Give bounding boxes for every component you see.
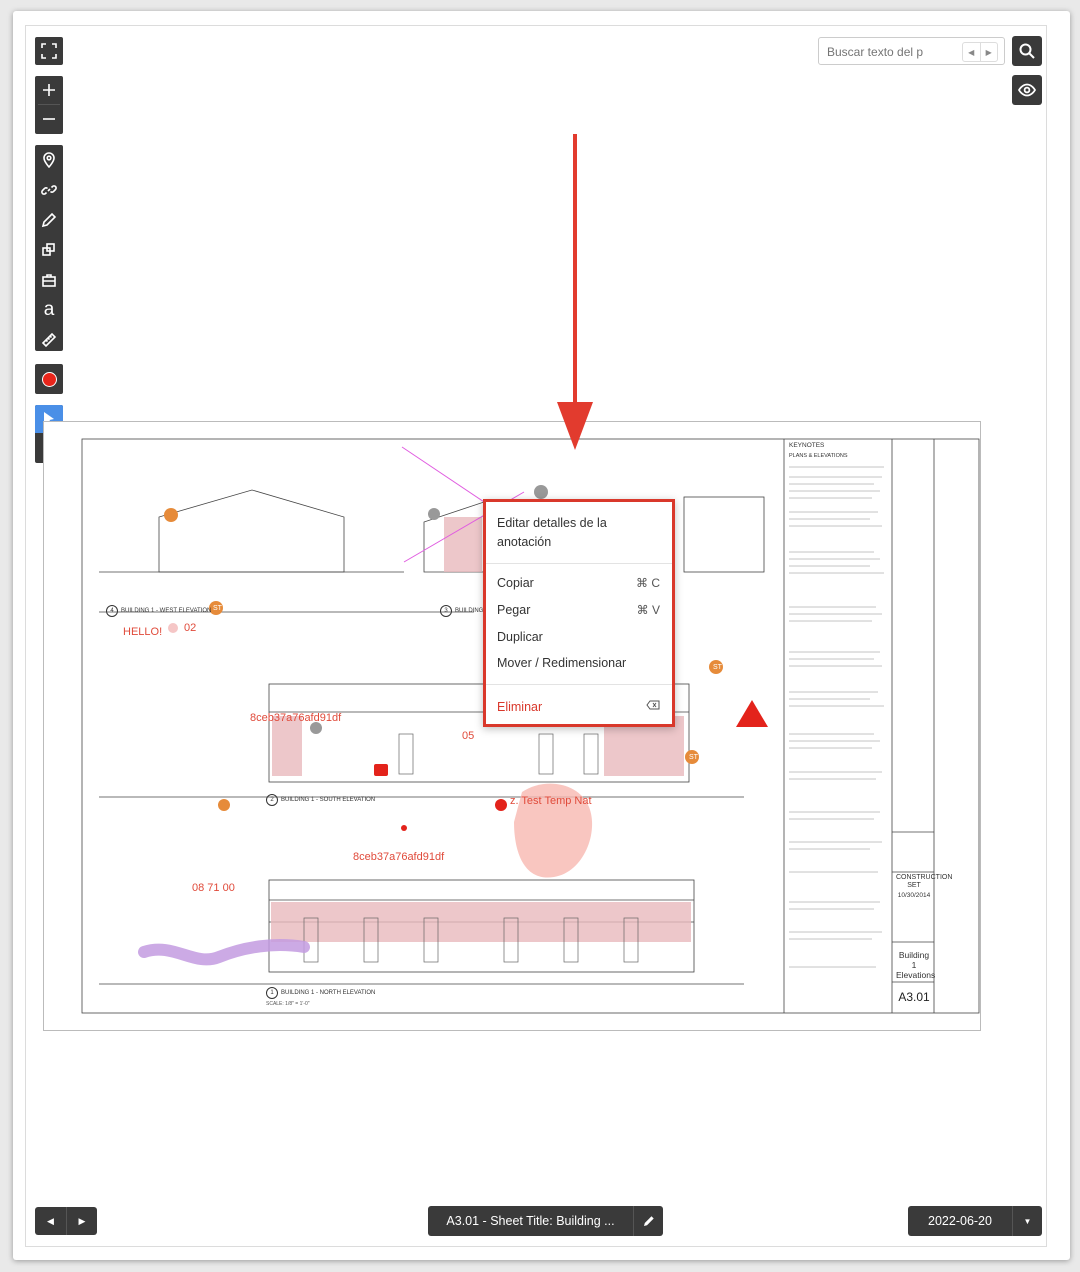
search-next-button[interactable]: ▶: [979, 43, 998, 61]
annotation-st-2[interactable]: ST: [713, 664, 722, 671]
title-block-date: 10/30/2014: [897, 892, 931, 899]
eye-icon: [1018, 83, 1036, 97]
east-elevation-number: 3: [440, 605, 452, 617]
pin-tool-button[interactable]: [35, 145, 63, 175]
annotation-temp[interactable]: z. Test Temp Nat: [510, 795, 592, 807]
annotation-context-menu: Editar detalles de la anotación Copiar ⌘…: [483, 499, 675, 727]
link-icon: [41, 185, 57, 195]
search-icon: [1019, 43, 1035, 59]
west-elevation-title: BUILDING 1 - WEST ELEVATION: [121, 608, 212, 614]
edit-sheet-button[interactable]: [634, 1215, 663, 1227]
menu-item-paste-label: Pegar: [497, 603, 531, 617]
color-swatch-icon: [41, 371, 57, 387]
toolbar-zoom: [35, 76, 63, 134]
label-east-elevation: 3 BUILDING: [440, 605, 483, 617]
annotation-hello[interactable]: HELLO!: [123, 626, 163, 638]
north-elevation-title: BUILDING 1 - NORTH ELEVATION: [281, 990, 376, 996]
menu-divider: [486, 684, 672, 685]
zoom-out-button[interactable]: [35, 105, 63, 133]
chevron-down-icon: ▼: [1023, 1216, 1032, 1226]
keynotes-subheading: PLANS & ELEVATIONS: [789, 453, 848, 459]
annotation-05[interactable]: 05: [462, 730, 475, 742]
title-block-issue: CONSTRUCTION SET: [896, 874, 953, 889]
text-tool-button[interactable]: a: [35, 295, 63, 325]
east-elevation-title: BUILDING: [455, 608, 484, 614]
menu-item-paste[interactable]: Pegar ⌘ V: [497, 603, 660, 617]
revision-date: 2022-06-20: [928, 1214, 992, 1228]
annotation-st-1[interactable]: ST: [213, 605, 222, 612]
shapes-icon: [42, 243, 55, 256]
title-block-sheet-number: A3.01: [898, 990, 930, 1004]
fullscreen-button[interactable]: [35, 37, 63, 65]
annotation-02[interactable]: 02: [184, 622, 197, 634]
south-elevation-title: BUILDING 1 - SOUTH ELEVATION: [281, 797, 376, 803]
toolbox-tool-button[interactable]: [35, 265, 63, 295]
west-elevation-number: 4: [106, 605, 118, 617]
search-box: ◀ ▶: [818, 37, 1005, 65]
label-north-elevation: 1 BUILDING 1 - NORTH ELEVATION: [266, 987, 375, 999]
menu-item-copy-label: Copiar: [497, 576, 534, 590]
menu-item-copy[interactable]: Copiar ⌘ C: [497, 576, 660, 590]
prev-page-button[interactable]: ◀: [47, 1215, 54, 1226]
menu-item-delete[interactable]: Eliminar: [497, 700, 660, 714]
revision-selector[interactable]: 2022-06-20 ▼: [908, 1206, 1042, 1236]
north-elevation-number: 1: [266, 987, 278, 999]
menu-divider: [486, 563, 672, 564]
measure-tool-button[interactable]: [35, 325, 63, 355]
menu-item-duplicate[interactable]: Duplicar: [497, 630, 660, 644]
cursor-arrow-icon: [44, 412, 54, 426]
menu-item-duplicate-label: Duplicar: [497, 630, 543, 644]
toolbar-fullscreen: [35, 37, 63, 65]
menu-item-edit-details[interactable]: Editar detalles de la anotación: [497, 514, 660, 552]
annotation-code[interactable]: 08 71 00: [192, 882, 235, 894]
shapes-tool-button[interactable]: [35, 235, 63, 265]
search-prev-button[interactable]: ◀: [968, 47, 975, 57]
keynotes-heading: KEYNOTES: [789, 442, 825, 449]
toolbox-icon: [42, 274, 56, 287]
menu-item-edit-details-label: Editar detalles de la anotación: [497, 516, 607, 549]
plus-icon: [43, 84, 55, 96]
sheet-title-bar: A3.01 - Sheet Title: Building ...: [428, 1206, 663, 1236]
annotation-st-3[interactable]: ST: [689, 754, 698, 761]
search-button[interactable]: [1012, 36, 1042, 66]
next-page-button[interactable]: ▶: [78, 1215, 86, 1226]
color-picker-button[interactable]: [35, 364, 63, 394]
minus-icon: [43, 118, 55, 120]
title-block-title: Building 1 Elevations: [896, 950, 936, 980]
menu-item-move-resize[interactable]: Mover / Redimensionar: [497, 656, 660, 670]
ruler-icon: [41, 332, 57, 348]
pen-tool-button[interactable]: [35, 205, 63, 235]
delete-backspace-icon: [646, 700, 660, 710]
paste-shortcut: ⌘ V: [636, 603, 660, 617]
copy-shortcut: ⌘ C: [636, 576, 660, 590]
south-elevation-number: 2: [266, 794, 278, 806]
visibility-toggle-button[interactable]: [1012, 75, 1042, 105]
sheet-title[interactable]: A3.01 - Sheet Title: Building ...: [446, 1214, 615, 1228]
label-west-elevation: 4 BUILDING 1 - WEST ELEVATION: [106, 605, 211, 617]
menu-item-delete-label: Eliminar: [497, 700, 543, 714]
north-elevation-scale: SCALE: 1/8" = 1'-0": [266, 1001, 310, 1007]
link-tool-button[interactable]: [35, 175, 63, 205]
annotation-hash-2[interactable]: 8ceb37a76afd91df: [353, 851, 445, 863]
zoom-in-button[interactable]: [35, 76, 63, 104]
location-pin-icon: [43, 152, 55, 168]
page-nav: ◀ ▶: [35, 1207, 97, 1235]
toolbar-color: [35, 364, 63, 394]
fullscreen-icon: [41, 43, 57, 59]
pencil-icon: [41, 212, 57, 228]
toolbar-markup-tools: a: [35, 145, 63, 351]
search-input[interactable]: [825, 39, 959, 65]
text-icon: a: [43, 299, 55, 320]
pencil-icon: [643, 1216, 654, 1226]
red-arrow-pointer: [557, 134, 593, 450]
annotation-hash-1[interactable]: 8ceb37a76afd91df: [250, 712, 342, 724]
search-nav: ◀ ▶: [962, 42, 998, 62]
menu-item-move-resize-label: Mover / Redimensionar: [497, 656, 627, 670]
label-south-elevation: 2 BUILDING 1 - SOUTH ELEVATION: [266, 794, 375, 806]
